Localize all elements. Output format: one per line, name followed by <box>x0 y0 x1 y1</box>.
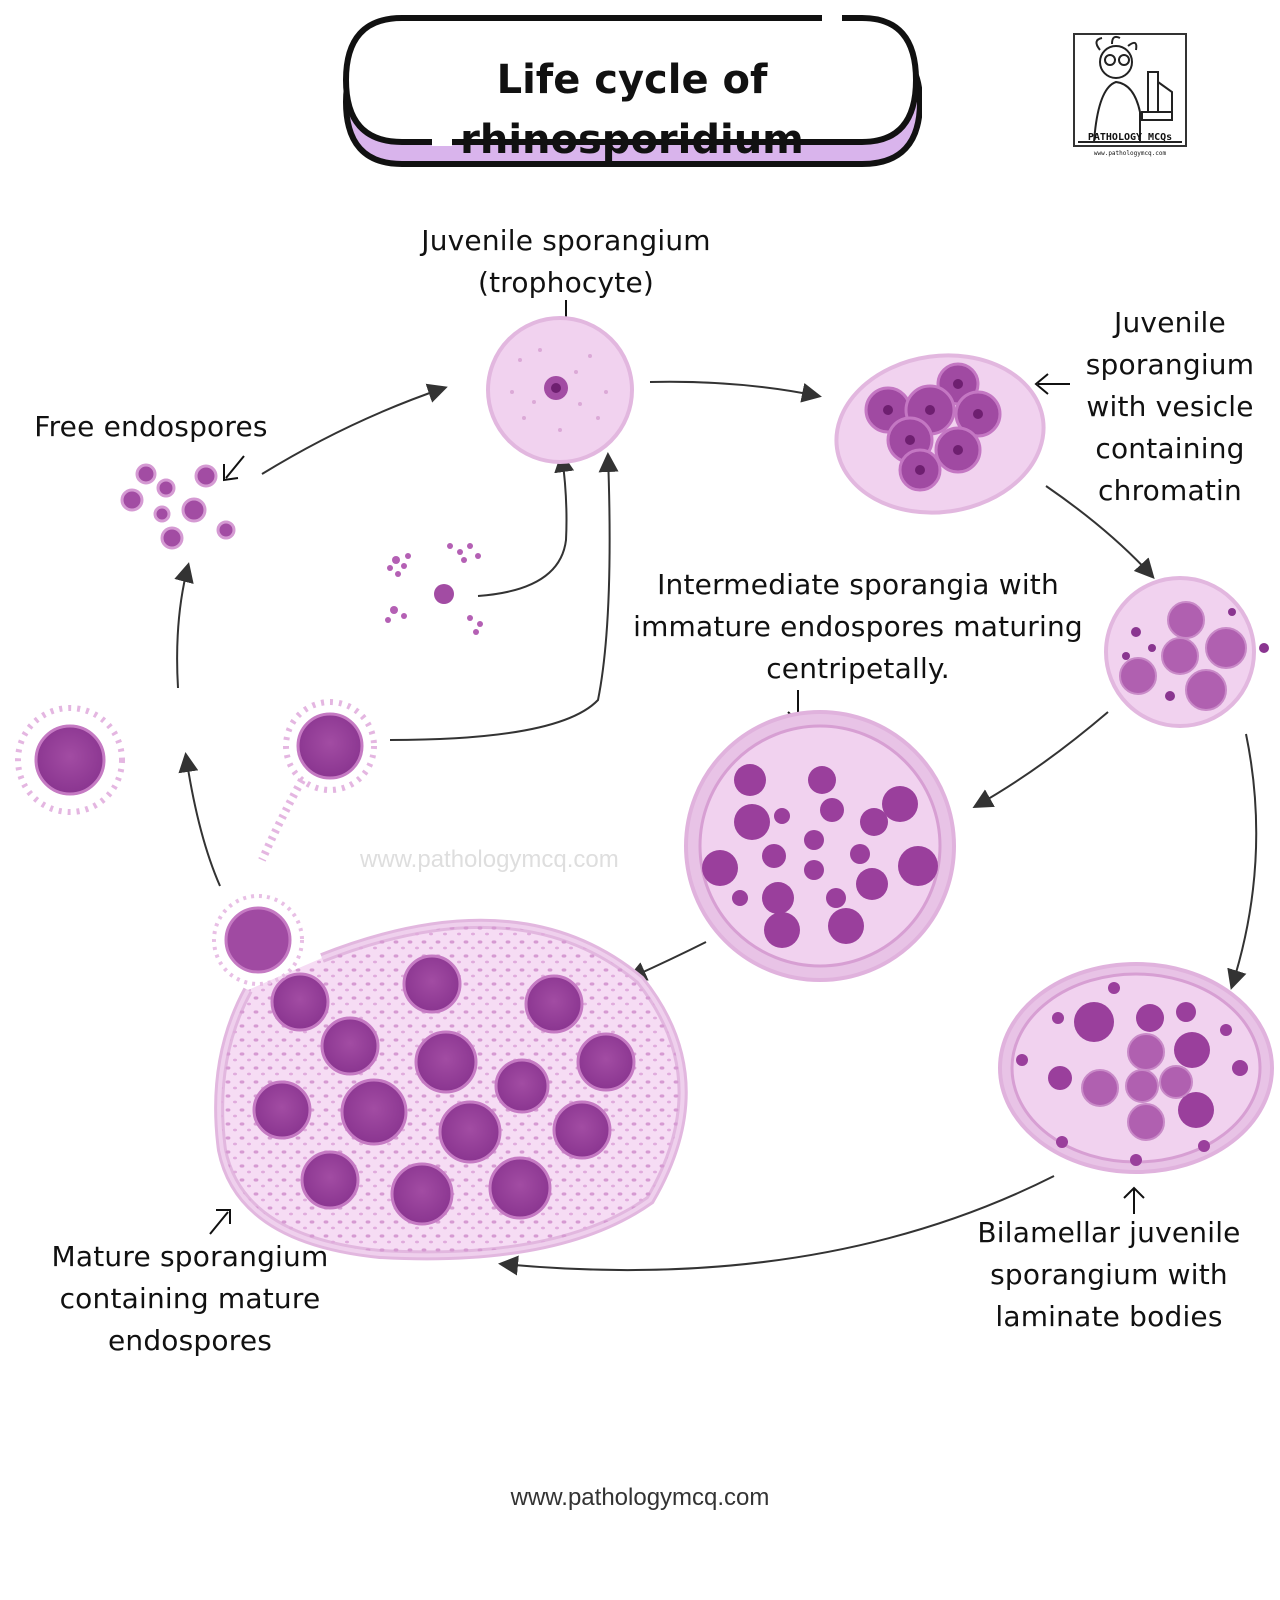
intermediate-sporangium-cell <box>684 710 956 982</box>
early-sporangium-cell <box>1104 576 1269 728</box>
released-spore-left <box>15 705 125 815</box>
label-mature: Mature sporangium containing mature endo… <box>51 1240 329 1357</box>
logo-url: www.pathologymcq.com <box>1093 150 1167 157</box>
bilamellar-sporangium-cell <box>998 962 1274 1174</box>
label-intermediate: Intermediate sporangia with immature end… <box>633 568 1083 685</box>
label-free-endospores: Free endospores <box>34 410 268 443</box>
page-title: Life cycle of rhinosporidium <box>460 57 804 163</box>
watermark: www.pathologymcq.com <box>360 846 619 873</box>
label-juvenile-vesicle: Juvenile sporangium with vesicle contain… <box>1085 306 1255 507</box>
label-juvenile-trophocyte: Juvenile sporangium (trophocyte) <box>421 224 711 299</box>
scientist-with-microscope-icon <box>1073 33 1187 147</box>
footer-url: www.pathologymcq.com <box>510 1484 770 1511</box>
mature-sporangium-cell <box>214 918 688 1261</box>
released-spore-middle <box>258 699 377 862</box>
trophocyte-cell <box>486 316 634 464</box>
free-endospores-cluster <box>120 463 236 550</box>
logo-name: PATHOLOGY MCQs <box>1087 132 1173 143</box>
vesicle-sporangium-cell <box>834 353 1046 515</box>
label-bilamellar: Bilamellar juvenile sporangium with lami… <box>977 1216 1241 1333</box>
escaping-spore <box>212 894 304 986</box>
title-banner <box>342 14 922 167</box>
cycle-arrows <box>174 380 1258 1276</box>
fragmenting-endospores <box>385 543 483 635</box>
